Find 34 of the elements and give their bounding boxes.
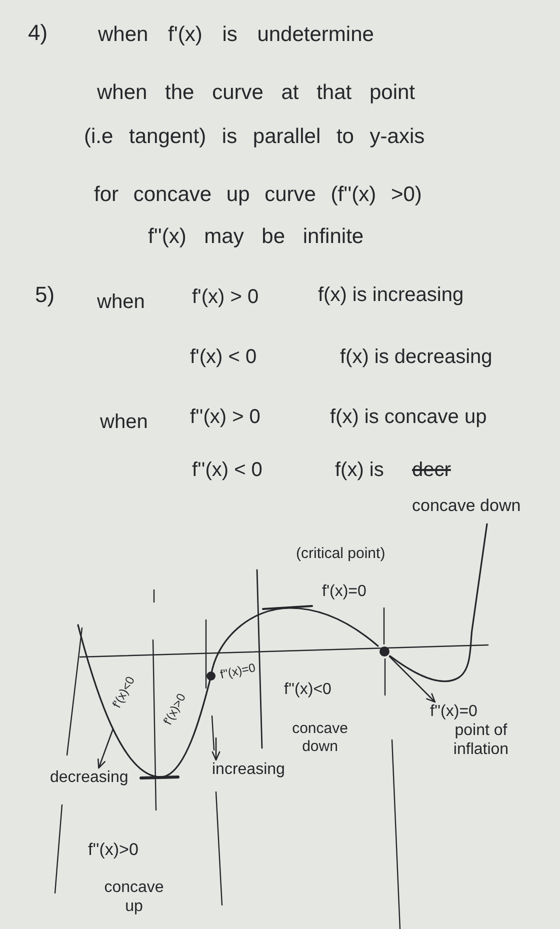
annotation-text: point of inflation [452, 721, 510, 760]
note-text: f(x) is [335, 458, 384, 482]
dot-icon [378, 646, 390, 656]
annotation-text: increasing [212, 760, 285, 780]
math-expression: f''(x) < 0 [192, 458, 262, 482]
note-text: for concave up curve (f''(x) >0) [94, 182, 422, 208]
list-number: 5) [35, 282, 55, 308]
list-number: 4) [28, 20, 48, 46]
note-text: when [97, 290, 145, 314]
note-text: f(x) is concave up [330, 405, 487, 429]
struck-out-text: decr [412, 458, 451, 482]
note-text: concave down [412, 496, 521, 516]
math-expression: f'(x) < 0 [190, 345, 257, 369]
arrow [388, 656, 436, 703]
note-text: f(x) is increasing [318, 283, 464, 307]
curve-annotation: concave up [103, 878, 165, 916]
math-expression: f'(x) > 0 [192, 285, 259, 309]
arrow [97, 728, 114, 769]
annotation-text: f''(x)=0 [430, 702, 478, 722]
note-text: when the curve at that point [97, 80, 415, 106]
note-text: f''(x) may be infinite [148, 224, 364, 250]
note-text: when [100, 410, 148, 434]
curve-annotation: concave down [291, 720, 349, 756]
note-text: (i.e tangent) is parallel to y-axis [84, 124, 425, 150]
math-expression: f'(x)=0 [322, 582, 366, 602]
math-expression: f''(x)<0 [284, 680, 332, 700]
math-expression: f''(x)>0 [88, 840, 138, 860]
note-text: when f'(x) is undetermine [98, 22, 374, 48]
curve-annotation: (critical point) [296, 545, 386, 563]
arrow [212, 737, 220, 761]
math-expression: f''(x) > 0 [190, 405, 260, 429]
annotation-text: decreasing [50, 768, 128, 788]
math-expression: f''(x)=0 [218, 660, 257, 682]
note-text: f(x) is decreasing [340, 345, 492, 369]
